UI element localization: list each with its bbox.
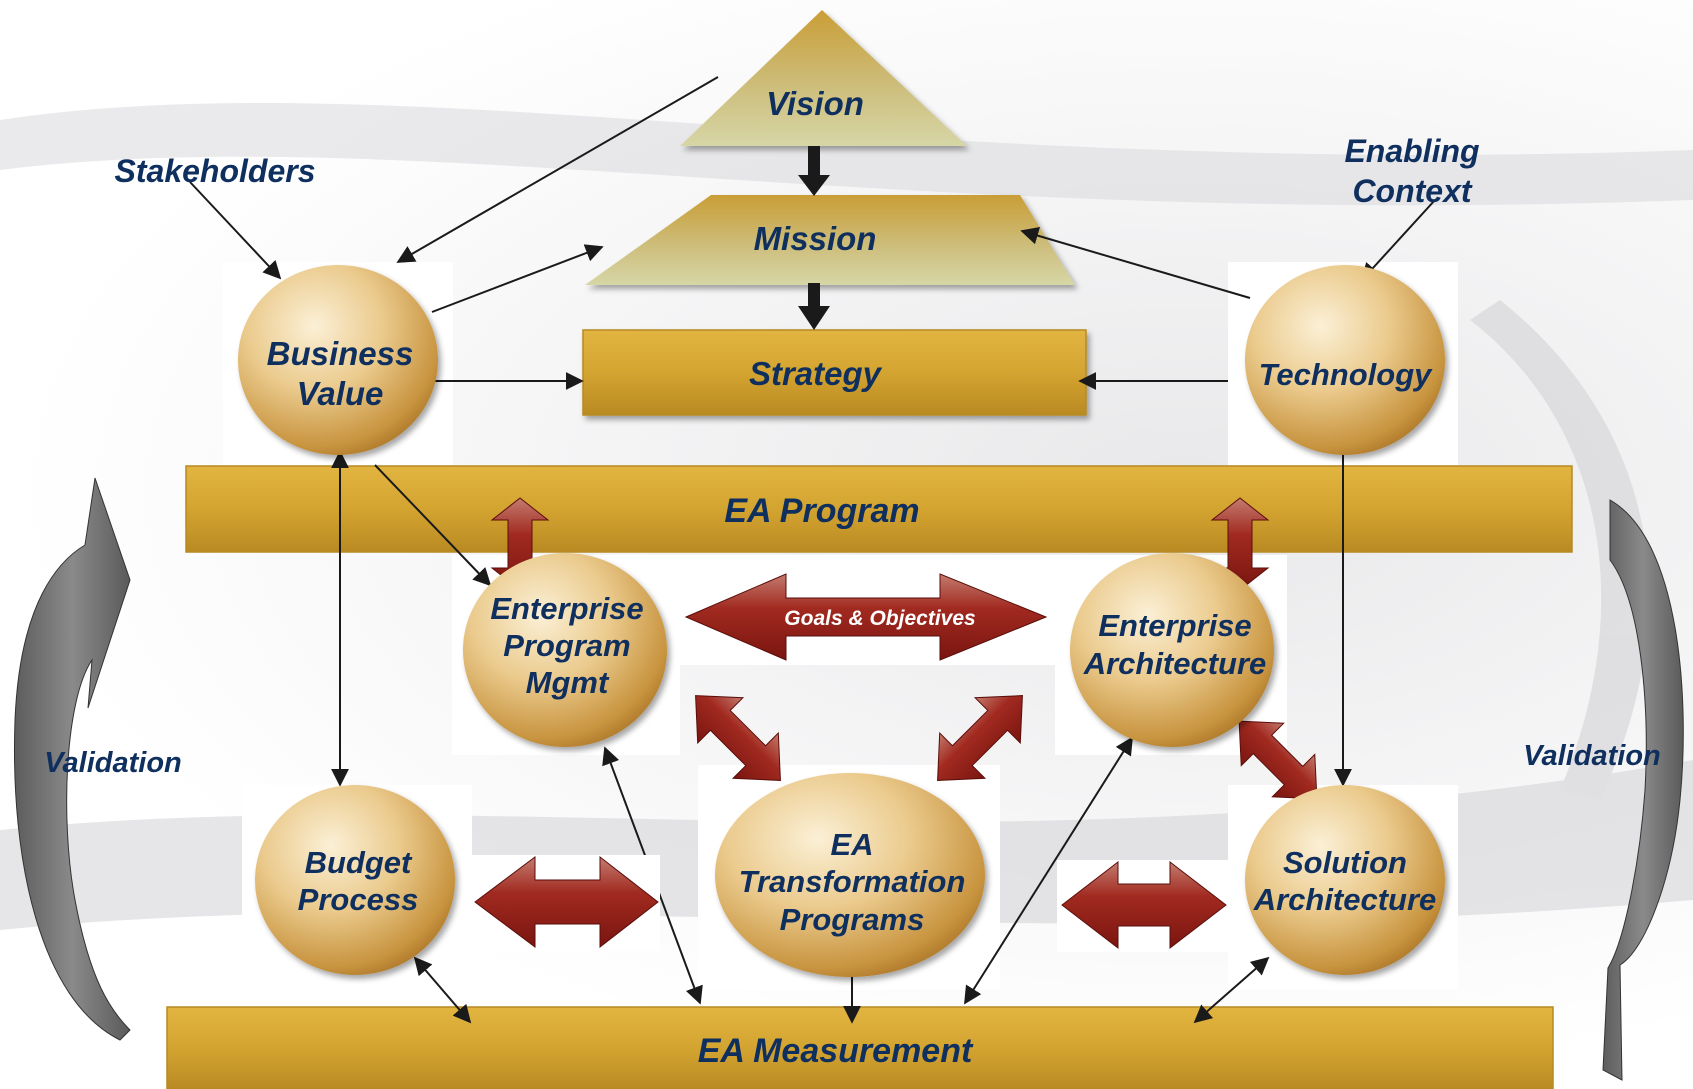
vision-label: Vision: [766, 85, 864, 122]
validation-right-arrow: [1602, 499, 1684, 1081]
solution-architecture-line1: Solution: [1283, 845, 1407, 880]
stakeholders-label: Stakeholders: [115, 153, 316, 189]
validation-left-arrow: [14, 477, 131, 1041]
solution-architecture-line2: Architecture: [1253, 882, 1437, 917]
ea-transformation-line3: Programs: [780, 902, 925, 937]
technology-circle: [1245, 265, 1445, 455]
goals-objectives-arrow: Goals & Objectives: [684, 573, 1048, 661]
goals-objectives-label: Goals & Objectives: [784, 607, 975, 630]
ea-program-label: EA Program: [724, 492, 919, 530]
red-diagonal-arrow-right: [937, 695, 1023, 781]
budget-process-line1: Budget: [305, 845, 413, 880]
solution-architecture-circle: [1245, 785, 1445, 975]
ea-transformation-programs-circle: [715, 773, 985, 977]
ea-transformation-line2: Transformation: [739, 864, 966, 899]
red-diagonal-arrow-left: [695, 695, 781, 781]
validation-left-label: Validation: [44, 747, 182, 779]
enabling-context-line1: Enabling: [1344, 133, 1479, 169]
business-value-line2: Value: [297, 375, 384, 412]
enterprise-architecture-line1: Enterprise: [1098, 608, 1251, 643]
validation-right-label: Validation: [1523, 740, 1661, 772]
red-double-arrow-budget: [472, 855, 660, 951]
enterprise-program-mgmt-line1: Enterprise: [490, 591, 643, 626]
enterprise-architecture-line2: Architecture: [1083, 646, 1267, 681]
enterprise-architecture-circle: [1070, 553, 1274, 747]
enterprise-program-mgmt-line3: Mgmt: [526, 665, 610, 700]
enterprise-program-mgmt-circle: [463, 553, 667, 747]
enabling-context-line2: Context: [1352, 173, 1472, 209]
pyramid-down-arrows: [798, 146, 830, 330]
strategy-label: Strategy: [749, 355, 883, 392]
business-value-line1: Business: [267, 335, 414, 372]
technology-label: Technology: [1259, 357, 1434, 392]
mission-label: Mission: [754, 220, 877, 257]
business-value-circle: [238, 265, 438, 455]
ea-transformation-line1: EA: [830, 827, 873, 862]
mission-trapezoid: [585, 195, 1075, 285]
ea-measurement-label: EA Measurement: [698, 1032, 974, 1070]
budget-process-circle: [255, 785, 455, 975]
vision-triangle: [680, 10, 967, 146]
budget-process-line2: Process: [298, 882, 419, 917]
strategy-box: [582, 329, 1087, 416]
enterprise-program-mgmt-line2: Program: [503, 628, 630, 663]
red-double-arrow-solution: [1057, 860, 1229, 952]
